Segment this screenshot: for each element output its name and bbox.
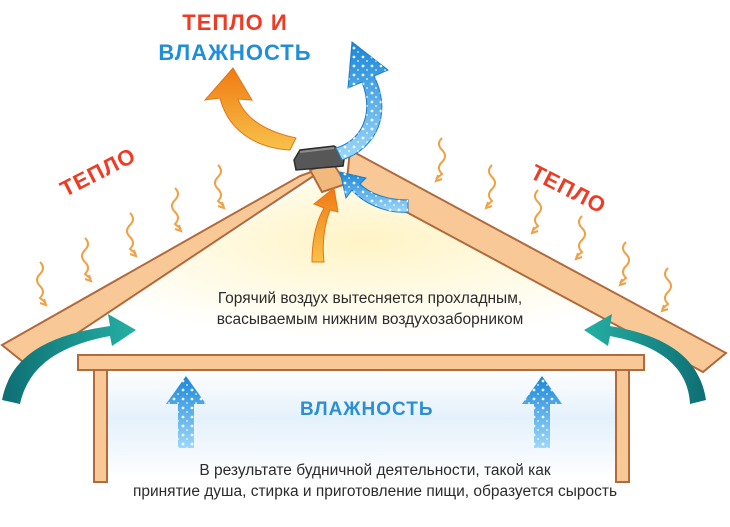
heat-ray-icon	[660, 267, 672, 313]
room-humidity-label: ВЛАЖНОСТЬ	[300, 399, 434, 420]
hot-air-arrow-icon	[203, 67, 297, 151]
heat-ray-icon	[530, 189, 542, 235]
heat-ray-icon	[81, 237, 93, 283]
moist-air-rising-arrow-icon	[339, 171, 409, 213]
ceiling-beam	[77, 354, 645, 371]
heat-ray-icon	[618, 241, 630, 287]
intake-airflow-icon	[2, 314, 136, 404]
right-wall	[615, 369, 630, 483]
top-humidity-label: ВЛАЖНОСТЬ	[158, 40, 312, 65]
house-frame	[77, 354, 645, 483]
hot-air-rising-arrow-icon	[311, 187, 339, 263]
room-note-line-2: принятие душа, стирка и приготовление пи…	[132, 483, 618, 500]
moist-air-arrow-icon	[335, 41, 389, 161]
roof-right-slope	[345, 148, 728, 374]
heat-ray-icon	[36, 261, 48, 307]
heat-ray-icon	[434, 137, 446, 183]
heat-ray-icon	[484, 164, 496, 210]
heat-ray-icon	[214, 164, 226, 210]
left-wall	[93, 369, 108, 483]
heat-ray-icon	[574, 215, 586, 261]
moisture-arrow-icon	[522, 376, 562, 448]
room-moisture-note: В результате будничной деятельности, так…	[95, 460, 655, 502]
heat-ray-icon	[171, 187, 183, 233]
attic-airflow-note: Горячий воздух вытесняется прохладным, в…	[120, 288, 620, 330]
top-label: ТЕПЛО И ВЛАЖНОСТЬ	[150, 8, 320, 68]
attic-warm-area	[60, 160, 670, 340]
heat-rays-left	[36, 164, 226, 307]
attic-note-line-1: Горячий воздух вытесняется прохладным,	[217, 290, 523, 307]
room-note-line-1: В результате будничной деятельности, так…	[199, 462, 551, 479]
top-heat-label: ТЕПЛО И	[182, 10, 288, 35]
intake-airflow-icon	[584, 314, 706, 404]
heat-ray-icon	[126, 212, 138, 258]
moisture-arrow-icon	[166, 376, 206, 448]
attic-note-line-2: всасываемым нижним воздухозаборником	[216, 311, 524, 328]
heat-rays-right	[434, 137, 672, 313]
